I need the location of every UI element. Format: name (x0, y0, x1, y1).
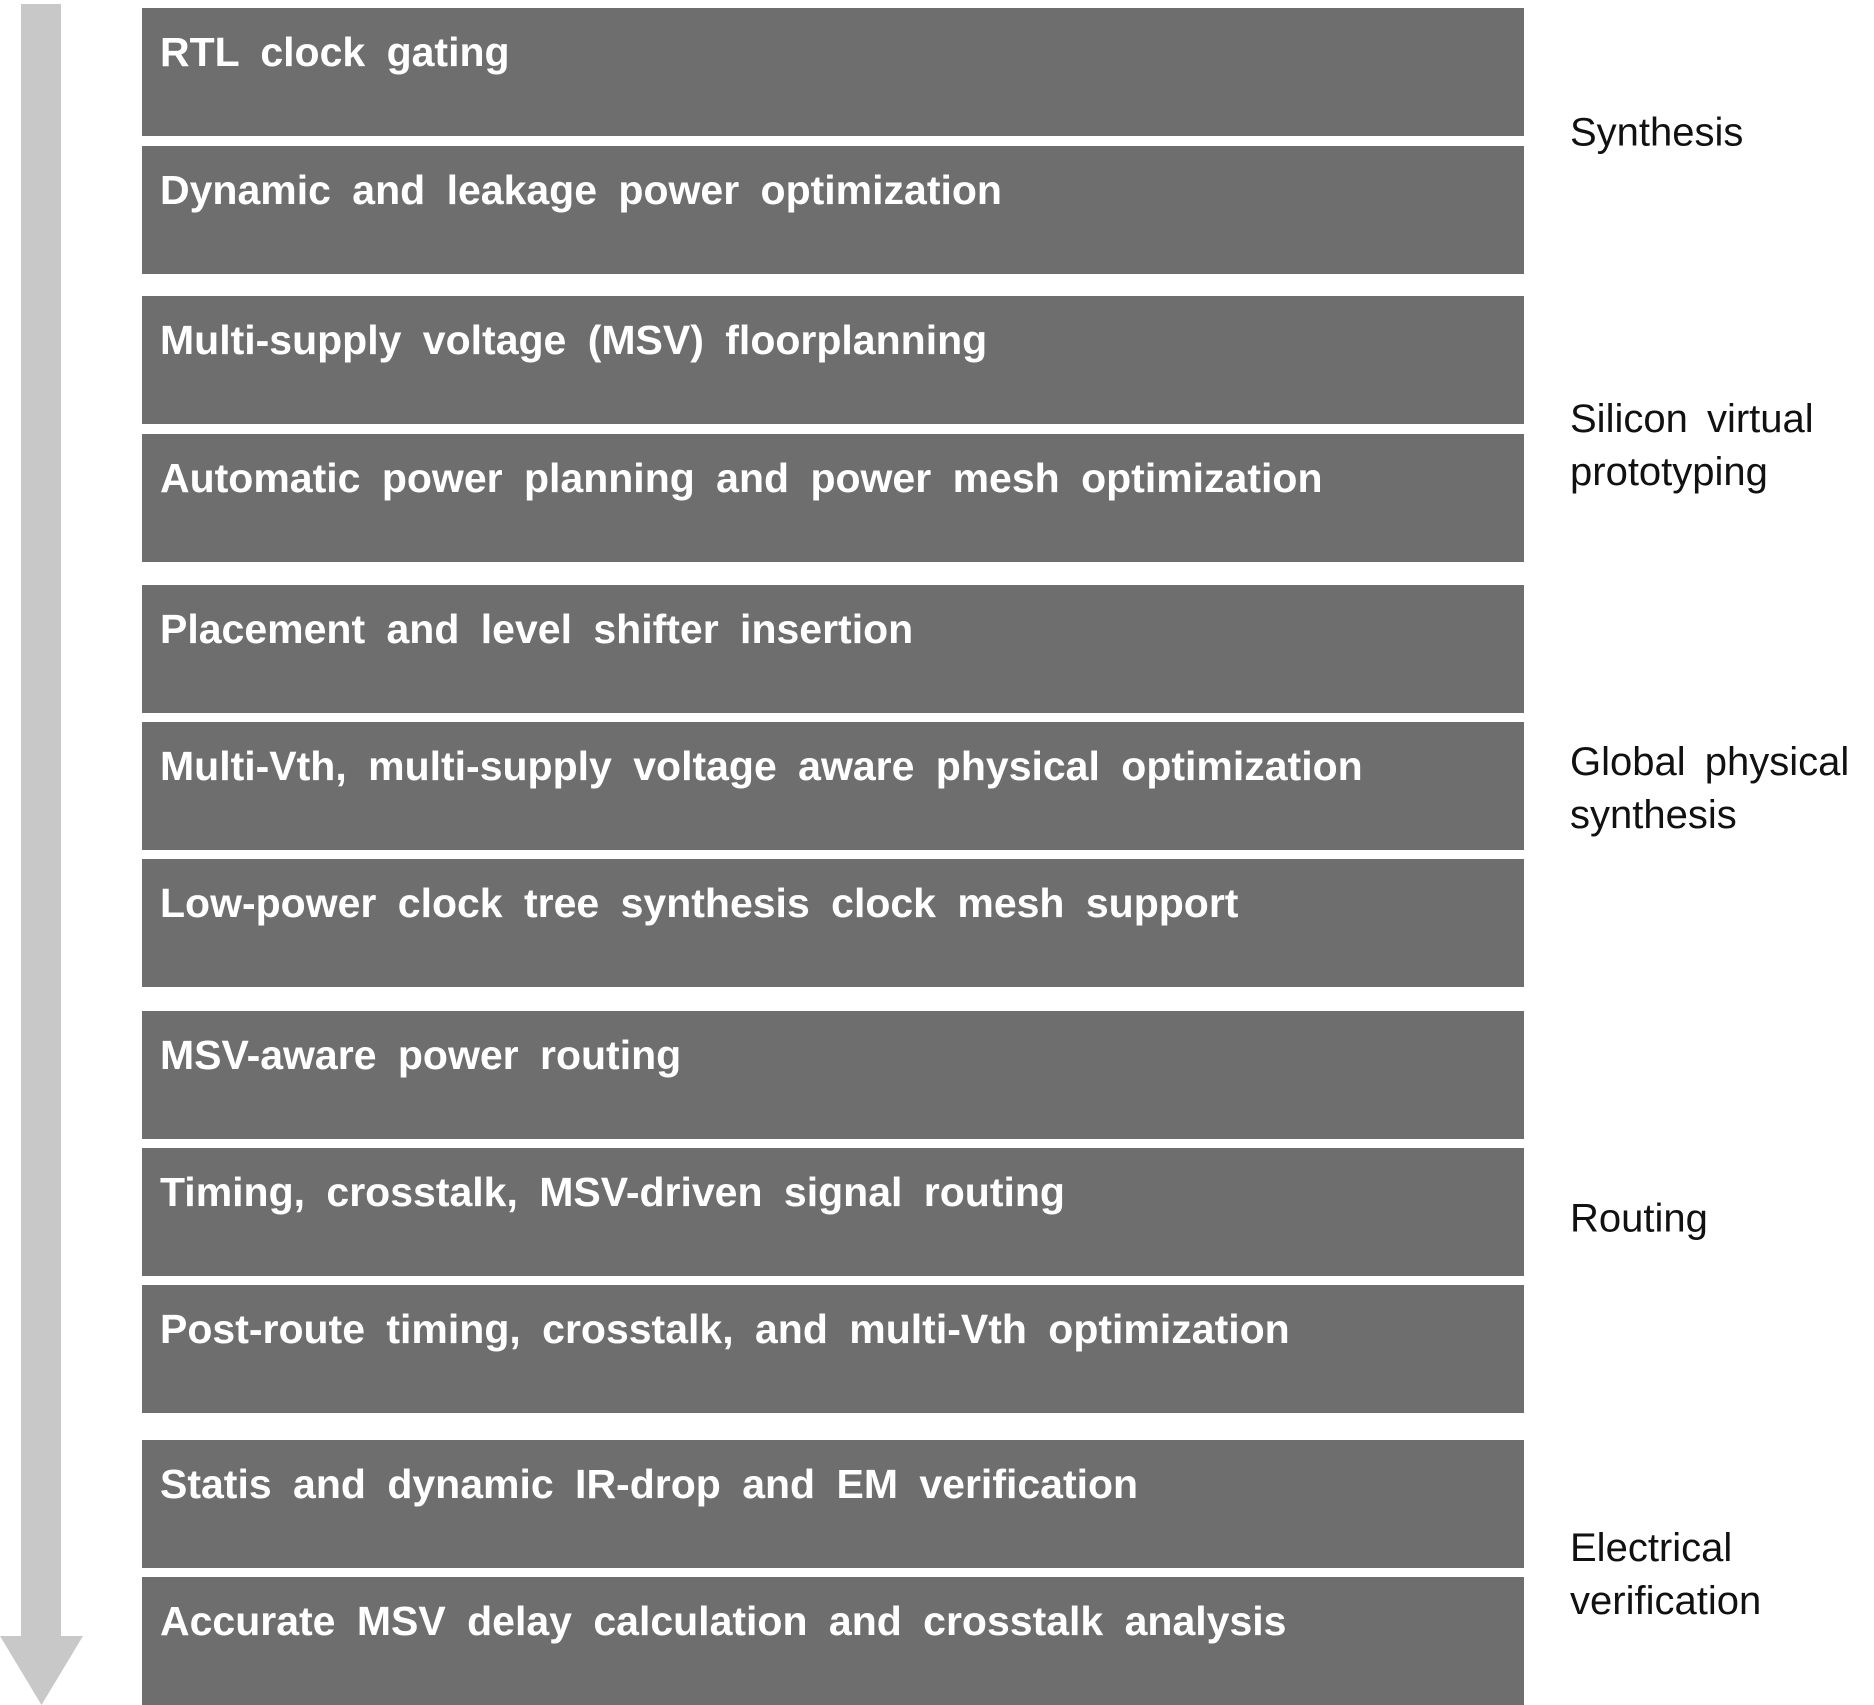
step-label: MSV-aware power routing (160, 1032, 682, 1078)
step-label: Post-route timing, crosstalk, and multi-… (160, 1306, 1290, 1352)
step-box: Statis and dynamic IR-drop and EM verifi… (142, 1440, 1524, 1568)
step-label: RTL clock gating (160, 29, 510, 75)
step-label: Low-power clock tree synthesis clock mes… (160, 880, 1239, 926)
step-label: Automatic power planning and power mesh … (160, 455, 1323, 501)
stage-label: Global physical synthesis (1570, 740, 1850, 837)
step-label: Statis and dynamic IR-drop and EM verifi… (160, 1461, 1139, 1507)
step-label: Placement and level shifter insertion (160, 606, 914, 652)
step-label: Dynamic and leakage power optimization (160, 167, 1002, 213)
step-box: RTL clock gating (142, 8, 1524, 136)
step-box: Automatic power planning and power mesh … (142, 434, 1524, 562)
step-box: Low-power clock tree synthesis clock mes… (142, 859, 1524, 987)
step-box: Dynamic and leakage power optimization (142, 146, 1524, 274)
step-box: Multi-supply voltage (MSV) floorplanning (142, 296, 1524, 424)
stage-label: Synthesis (1570, 110, 1744, 155)
stage-label: Electrical verification (1570, 1526, 1762, 1623)
flow-direction-arrow-icon (0, 4, 83, 1705)
arrow-head (0, 1636, 83, 1705)
step-box: Multi-Vth, multi-supply voltage aware ph… (142, 722, 1524, 850)
stage-label: Routing (1570, 1196, 1708, 1241)
step-box: Post-route timing, crosstalk, and multi-… (142, 1285, 1524, 1413)
step-box: Accurate MSV delay calculation and cross… (142, 1577, 1524, 1705)
stage-label: Silicon virtual prototyping (1570, 397, 1814, 494)
step-box: MSV-aware power routing (142, 1011, 1524, 1139)
step-label: Multi-supply voltage (MSV) floorplanning (160, 317, 988, 363)
step-box: Placement and level shifter insertion (142, 585, 1524, 713)
step-box: Timing, crosstalk, MSV-driven signal rou… (142, 1148, 1524, 1276)
arrow-shaft (21, 4, 61, 1638)
step-label: Timing, crosstalk, MSV-driven signal rou… (160, 1169, 1065, 1215)
step-label: Accurate MSV delay calculation and cross… (160, 1598, 1287, 1644)
step-label: Multi-Vth, multi-supply voltage aware ph… (160, 743, 1363, 789)
